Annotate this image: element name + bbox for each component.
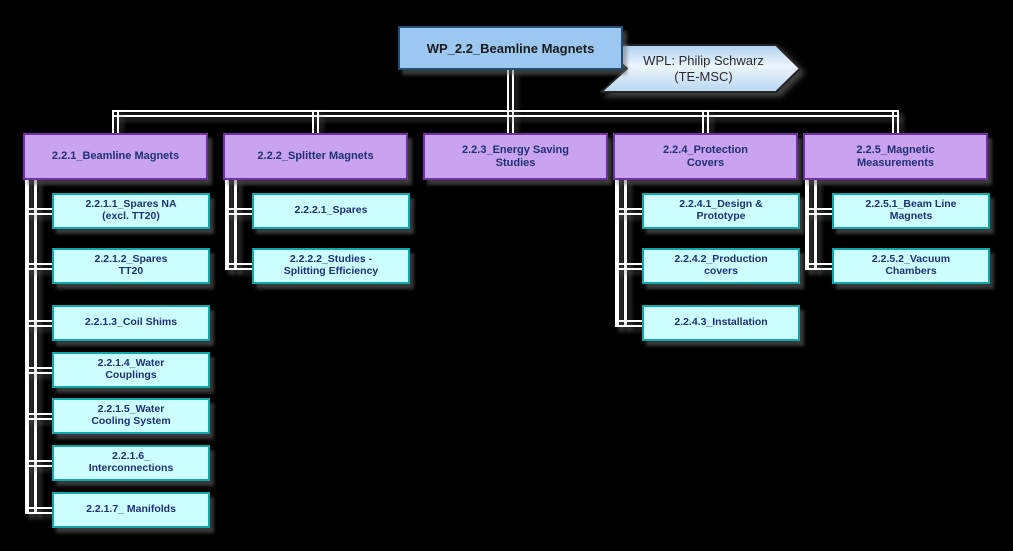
child-label: 2.2.1.7_ Manifolds	[86, 503, 176, 516]
connector-child-branch-1-1	[25, 207, 52, 215]
child-label: 2.2.1.5_Water Cooling System	[91, 403, 171, 427]
child-box-5-1: 2.2.5.1_Beam Line Magnets	[832, 193, 990, 229]
child-box-1-1: 2.2.1.1_Spares NA (excl. TT20)	[52, 193, 210, 229]
connector-bus	[112, 110, 899, 117]
branch-label: 2.2.3_Energy Saving Studies	[462, 143, 569, 169]
connector-trunk-4	[615, 180, 627, 327]
child-label: 2.2.5.1_Beam Line Magnets	[865, 198, 957, 222]
connector-child-branch-4-3	[615, 319, 642, 327]
child-box-1-3: 2.2.1.3_Coil Shims	[52, 305, 210, 341]
connector-child-branch-2-1	[225, 207, 252, 215]
root-node-label: WP_2.2_Beamline Magnets	[426, 40, 595, 56]
connector-child-branch-1-4	[25, 366, 52, 374]
connector-child-branch-1-7	[25, 506, 52, 514]
connector-child-branch-5-1	[805, 207, 832, 215]
connector-trunk-2	[225, 180, 237, 270]
child-box-4-1: 2.2.4.1_Design & Prototype	[642, 193, 800, 229]
branch-box-5: 2.2.5_Magnetic Measurements	[803, 133, 988, 180]
connector-child-branch-5-2	[805, 262, 832, 270]
child-box-2-2: 2.2.2.2_Studies - Splitting Efficiency	[252, 248, 410, 284]
child-label: 2.2.4.2_Production covers	[674, 253, 768, 277]
branch-label: 2.2.2_Splitter Magnets	[257, 150, 374, 163]
wpl-banner-label: WPL: Philip Schwarz (TE-MSC)	[643, 52, 764, 84]
root-node-box: WP_2.2_Beamline Magnets	[398, 26, 623, 70]
branch-box-2: 2.2.2_Splitter Magnets	[223, 133, 408, 180]
connector-child-branch-4-2	[615, 262, 642, 270]
branch-box-4: 2.2.4_Protection Covers	[613, 133, 798, 180]
child-box-1-6: 2.2.1.6_ Interconnections	[52, 445, 210, 481]
child-label: 2.2.4.1_Design & Prototype	[679, 198, 763, 222]
connector-child-branch-1-3	[25, 319, 52, 327]
connector-root-drop	[507, 70, 514, 133]
branch-box-1: 2.2.1_Beamline Magnets	[23, 133, 208, 180]
child-box-4-3: 2.2.4.3_Installation	[642, 305, 800, 341]
connector-trunk-5	[805, 180, 817, 270]
connector-child-branch-1-5	[25, 412, 52, 420]
child-label: 2.2.1.4_Water Couplings	[97, 357, 165, 381]
child-label: 2.2.4.3_Installation	[674, 316, 768, 329]
child-box-1-5: 2.2.1.5_Water Cooling System	[52, 398, 210, 434]
connector-branch-drop-1	[112, 110, 119, 133]
banner-arrow-shape	[600, 44, 801, 93]
child-box-4-2: 2.2.4.2_Production covers	[642, 248, 800, 284]
child-label: 2.2.2.1_Spares	[294, 204, 368, 217]
child-box-5-2: 2.2.5.2_Vacuum Chambers	[832, 248, 990, 284]
branch-label: 2.2.4_Protection Covers	[663, 143, 748, 169]
child-box-1-7: 2.2.1.7_ Manifolds	[52, 492, 210, 528]
child-label: 2.2.1.1_Spares NA (excl. TT20)	[85, 198, 177, 222]
child-label: 2.2.1.6_ Interconnections	[88, 450, 174, 474]
child-box-2-1: 2.2.2.1_Spares	[252, 193, 410, 229]
child-label: 2.2.2.2_Studies - Splitting Efficiency	[283, 253, 379, 277]
connector-child-branch-1-2	[25, 262, 52, 270]
wpl-banner: WPL: Philip Schwarz (TE-MSC)	[600, 44, 802, 93]
branch-label: 2.2.1_Beamline Magnets	[51, 150, 180, 163]
connector-child-branch-2-2	[225, 262, 252, 270]
connector-branch-drop-4	[702, 110, 709, 133]
connector-branch-drop-5	[892, 110, 899, 133]
child-label: 2.2.1.2_Spares TT20	[94, 253, 168, 277]
child-box-1-2: 2.2.1.2_Spares TT20	[52, 248, 210, 284]
connector-trunk-1	[25, 180, 37, 514]
connector-child-branch-1-6	[25, 459, 52, 467]
child-label: 2.2.1.3_Coil Shims	[84, 316, 178, 329]
child-label: 2.2.5.2_Vacuum Chambers	[871, 253, 951, 277]
connector-child-branch-4-1	[615, 207, 642, 215]
branch-box-3: 2.2.3_Energy Saving Studies	[423, 133, 608, 180]
branch-label: 2.2.5_Magnetic Measurements	[856, 143, 935, 169]
connector-branch-drop-2	[312, 110, 319, 133]
child-box-1-4: 2.2.1.4_Water Couplings	[52, 352, 210, 388]
